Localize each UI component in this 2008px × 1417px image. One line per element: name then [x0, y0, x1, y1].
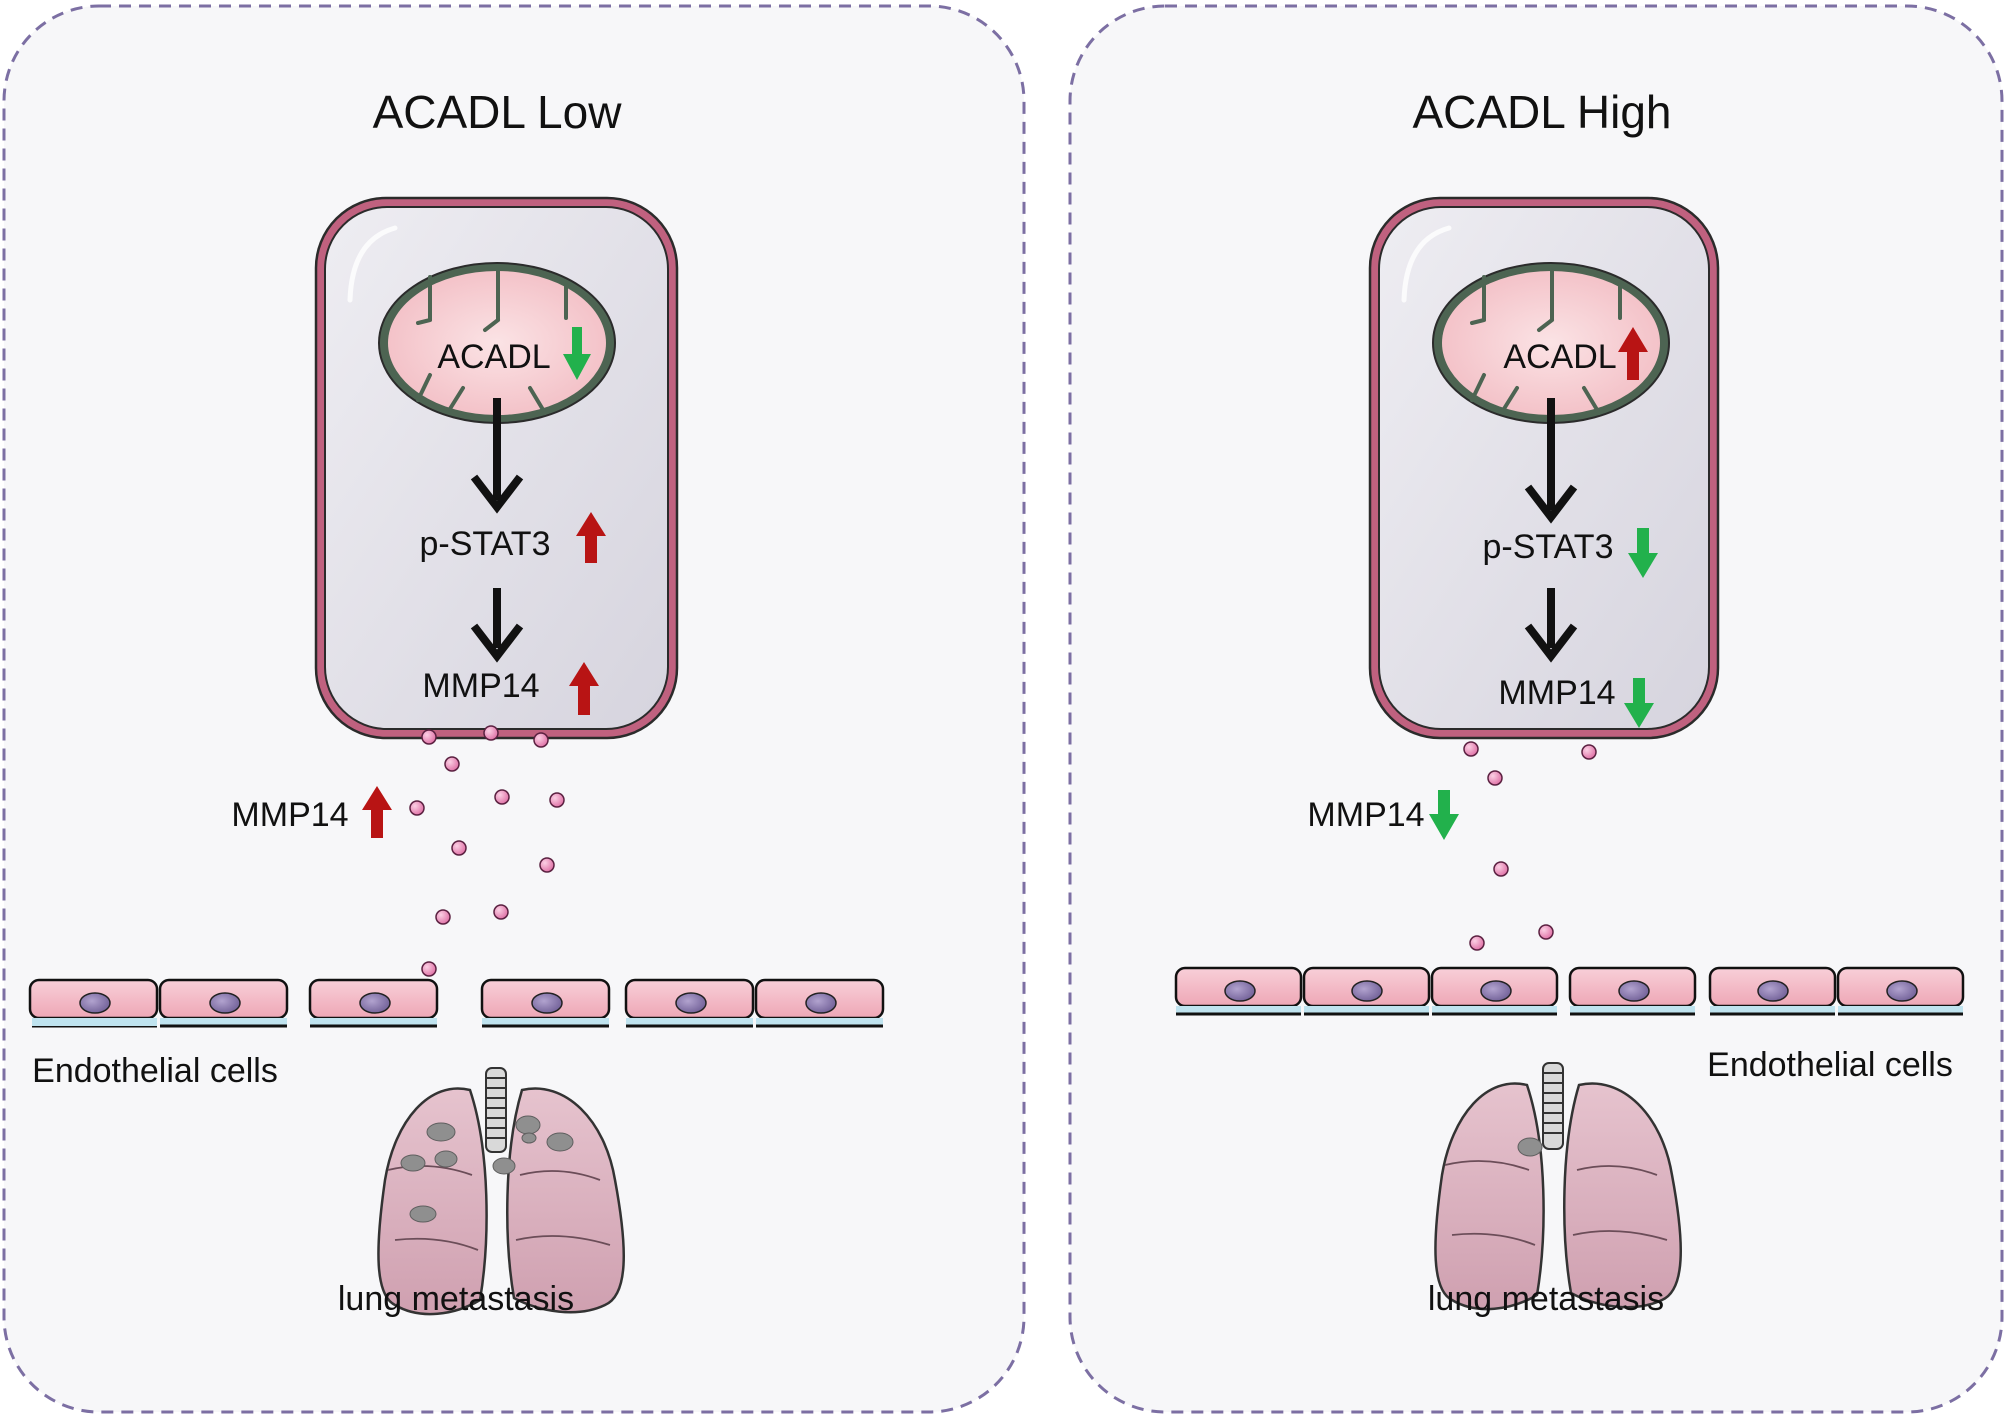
mmp14-particle-icon: [1463, 741, 1597, 951]
panel-title: ACADL Low: [373, 86, 623, 138]
mmp14-label: MMP14: [1498, 674, 1615, 712]
right-lung: [506, 1087, 626, 1314]
endothelial-cell-icon: [754, 978, 885, 1028]
lung-icon: [1434, 1062, 1683, 1311]
endothelial-label: Endothelial cells: [1707, 1046, 1953, 1084]
endothelial-cell-icon: [480, 978, 611, 1028]
pathway-arrow-icon: [1524, 588, 1578, 663]
acadl-label: ACADL: [1503, 338, 1616, 376]
endothelial-label: Endothelial cells: [32, 1052, 278, 1090]
pathway-arrow-icon: [470, 588, 524, 663]
panel-title: ACADL High: [1412, 86, 1671, 138]
endothelial-cell-icon: [1568, 966, 1697, 1016]
pstat3-down-arrow-icon: [1628, 528, 1658, 578]
trachea: [1542, 1062, 1564, 1150]
pstat3-label: p-STAT3: [1483, 528, 1614, 566]
endothelial-cell-icon: [1836, 966, 1965, 1016]
panel-acadl-high: ACADL High ACADL p-STAT3: [1068, 4, 2004, 1414]
metastasis-lesion-icon: [1517, 1137, 1543, 1157]
left-lung: [377, 1087, 488, 1316]
mitochondrion-icon: [1432, 262, 1670, 424]
mmp14-down-arrow-icon: [1624, 678, 1654, 728]
panel-acadl-low: ACADL Low ACADL p-STAT3 M: [2, 4, 1026, 1414]
pstat3-up-arrow-icon: [576, 512, 606, 563]
secreted-mmp14-label: MMP14: [231, 796, 348, 834]
secreted-mmp14-down-arrow-icon: [1429, 790, 1459, 840]
lung-icon: [377, 1067, 626, 1316]
acadl-label: ACADL: [437, 338, 550, 376]
endothelial-cell-icon: [158, 978, 289, 1028]
outcome-label: lung metastasis: [338, 1280, 574, 1318]
pathway-arrow-icon: [1524, 398, 1578, 524]
trachea: [485, 1067, 507, 1153]
acadl-up-arrow-icon: [1618, 327, 1648, 380]
secreted-mmp14-up-arrow-icon: [362, 786, 392, 838]
endothelial-cell-icon: [1708, 966, 1837, 1016]
endothelial-cell-icon: [308, 978, 439, 1028]
left-lung: [1434, 1082, 1545, 1311]
mmp14-label: MMP14: [422, 667, 539, 705]
right-lung: [1563, 1082, 1683, 1309]
acadl-down-arrow-icon: [563, 327, 591, 380]
endothelial-cell-icon: [1174, 966, 1303, 1016]
endothelial-layer: [28, 978, 885, 1028]
secreted-mmp14-label: MMP14: [1307, 796, 1424, 834]
endothelial-cell-icon: [624, 978, 755, 1028]
pstat3-label: p-STAT3: [420, 525, 551, 563]
metastasis-lesion-icon: [400, 1115, 574, 1223]
endothelial-cell-icon: [28, 978, 159, 1028]
mmp14-up-arrow-icon: [569, 662, 599, 715]
outcome-label: lung metastasis: [1428, 1280, 1664, 1318]
endothelial-cell-icon: [1302, 966, 1431, 1016]
endothelial-cell-icon: [1430, 966, 1559, 1016]
pathway-arrow-icon: [470, 398, 524, 514]
endothelial-layer: [1174, 966, 1965, 1016]
mmp14-particle-icon: [409, 725, 565, 977]
mitochondrion-icon: [378, 262, 616, 424]
